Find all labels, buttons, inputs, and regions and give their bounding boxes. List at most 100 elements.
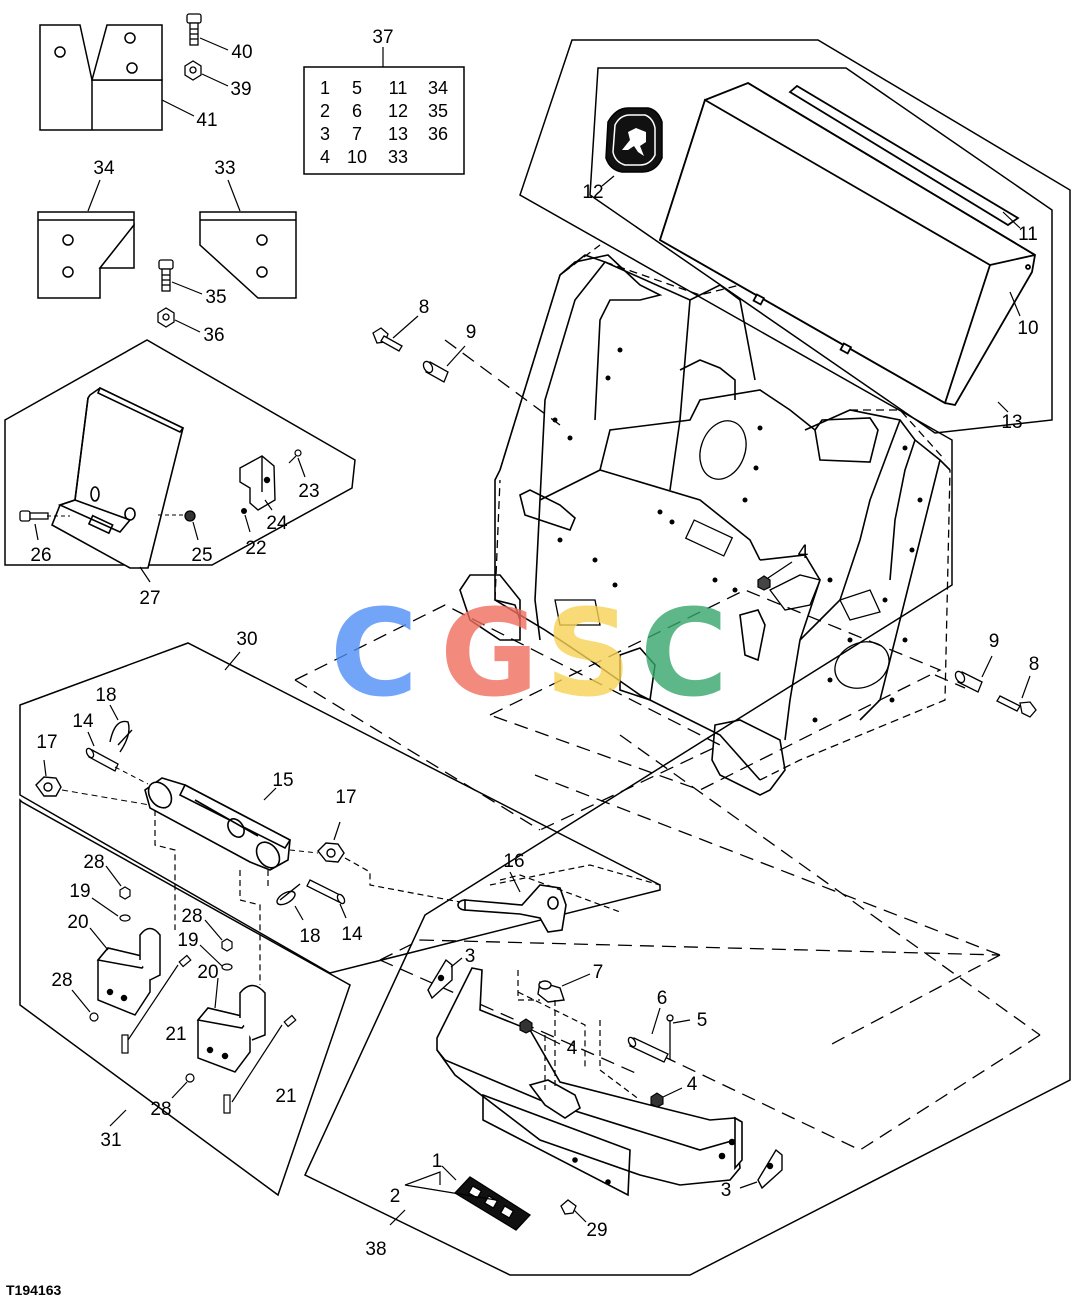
kit-cell: 1 (320, 78, 330, 98)
kit-cell: 7 (352, 124, 362, 144)
callout-15: 15 (272, 770, 293, 791)
callout-4-frame: 4 (798, 542, 809, 563)
callout-14-top: 14 (72, 711, 94, 732)
callout-19-a: 19 (69, 881, 90, 902)
bolt-26 (19, 510, 49, 522)
kit-cell: 13 (388, 124, 408, 144)
pin-14-bottom (306, 879, 346, 905)
bracket-34 (37, 211, 135, 299)
nut-39 (184, 60, 202, 81)
callout-3-left: 3 (465, 946, 476, 967)
callout-28-b: 28 (51, 970, 72, 991)
nut-4-frame (757, 575, 771, 591)
callout-30: 30 (236, 629, 257, 650)
callout-26: 26 (30, 545, 51, 566)
bolt-8-left (372, 327, 403, 352)
callout-3-right: 3 (721, 1180, 732, 1201)
callout-17-right: 17 (335, 787, 356, 808)
group-27-outline (4, 339, 356, 566)
hood-outline (589, 67, 1053, 434)
watermark-letter-3: S (545, 585, 631, 724)
kit-cell: 2 (320, 101, 330, 121)
assembly-dashed-lines (294, 339, 1041, 1151)
plate-3-right (757, 1148, 783, 1190)
nut-17-left (35, 776, 62, 797)
kit-table: 1 5 11 34 2 6 12 35 3 7 13 36 4 10 33 (320, 78, 448, 167)
main-frame (459, 254, 951, 796)
callout-22: 22 (245, 538, 266, 559)
nut-36 (157, 307, 175, 328)
callout-23: 23 (298, 481, 319, 502)
kit-cell: 34 (428, 78, 448, 98)
panel-27 (50, 386, 185, 569)
hardware-31 (89, 886, 297, 1114)
hood-10 (658, 81, 1036, 407)
callout-11: 11 (1018, 224, 1038, 245)
kit-cell: 4 (320, 147, 330, 167)
callout-17-left: 17 (36, 732, 57, 753)
callout-18-bottom: 18 (299, 926, 320, 947)
callout-12: 12 (582, 182, 603, 203)
callout-8-left: 8 (419, 297, 430, 318)
watermark: C G S C (330, 585, 728, 724)
kit-cell: 12 (388, 101, 408, 121)
nut-17-right (317, 842, 345, 863)
kit-box: 37 1 5 11 34 2 6 12 35 3 7 13 36 4 10 33 (303, 27, 465, 175)
nut-4-right (650, 1092, 664, 1108)
watermark-letter-2: G (440, 585, 539, 724)
callout-10: 10 (1017, 318, 1038, 339)
callout-41: 41 (196, 110, 217, 131)
callout-14-bottom: 14 (341, 924, 363, 945)
frame-holes (552, 347, 923, 723)
kit-cell: 33 (388, 147, 408, 167)
nut-4-center (519, 1018, 533, 1034)
callout-31: 31 (100, 1130, 121, 1151)
pin-18-bottom (276, 883, 301, 906)
callout-13: 13 (1001, 412, 1022, 433)
callout-8-right: 8 (1029, 654, 1040, 675)
john-deere-decal-12 (605, 107, 663, 173)
callout-21-b: 21 (275, 1086, 296, 1107)
callout-28-c: 28 (181, 906, 202, 927)
callout-25: 25 (191, 545, 212, 566)
pin-18-top (109, 720, 133, 753)
bolt-29 (560, 1199, 577, 1215)
kit-cell: 10 (347, 147, 367, 167)
link-15 (144, 777, 292, 871)
pedal-arm-16 (457, 884, 567, 933)
callout-9-left: 9 (466, 322, 477, 343)
callout-20-b: 20 (197, 962, 218, 983)
kit-cell: 6 (352, 101, 362, 121)
callout-40: 40 (231, 42, 252, 63)
cotter-pin-5 (666, 1014, 674, 1060)
callout-19-b: 19 (177, 930, 198, 951)
plate-3-left (427, 958, 453, 1000)
nut-22 (241, 508, 247, 514)
callout-27: 27 (139, 588, 160, 609)
bracket-41 (39, 24, 163, 131)
callout-16: 16 (503, 851, 524, 872)
bolt-40 (186, 13, 202, 46)
group-30-outline (19, 642, 661, 974)
kit-cell: 36 (428, 124, 448, 144)
callout-24: 24 (266, 513, 288, 534)
linkage-dashed (154, 810, 661, 985)
watermark-letter-1: C (330, 585, 418, 724)
bracket-20-left (96, 927, 161, 1016)
kit-cell: 3 (320, 124, 330, 144)
frame-details (554, 420, 890, 689)
callout-29: 29 (586, 1220, 607, 1241)
kit-cell: 5 (352, 78, 362, 98)
spacer-9-right (954, 670, 983, 693)
callout-28-d: 28 (150, 1099, 171, 1120)
callout-5: 5 (697, 1010, 708, 1031)
decal-1 (453, 1176, 532, 1231)
clip-24 (239, 455, 276, 511)
callout-9-right: 9 (989, 631, 1000, 652)
watermark-letter-4: C (640, 585, 728, 724)
pin-6 (627, 1036, 669, 1063)
screw-23 (288, 449, 302, 464)
callout-36: 36 (203, 325, 224, 346)
callout-37: 37 (372, 27, 393, 48)
